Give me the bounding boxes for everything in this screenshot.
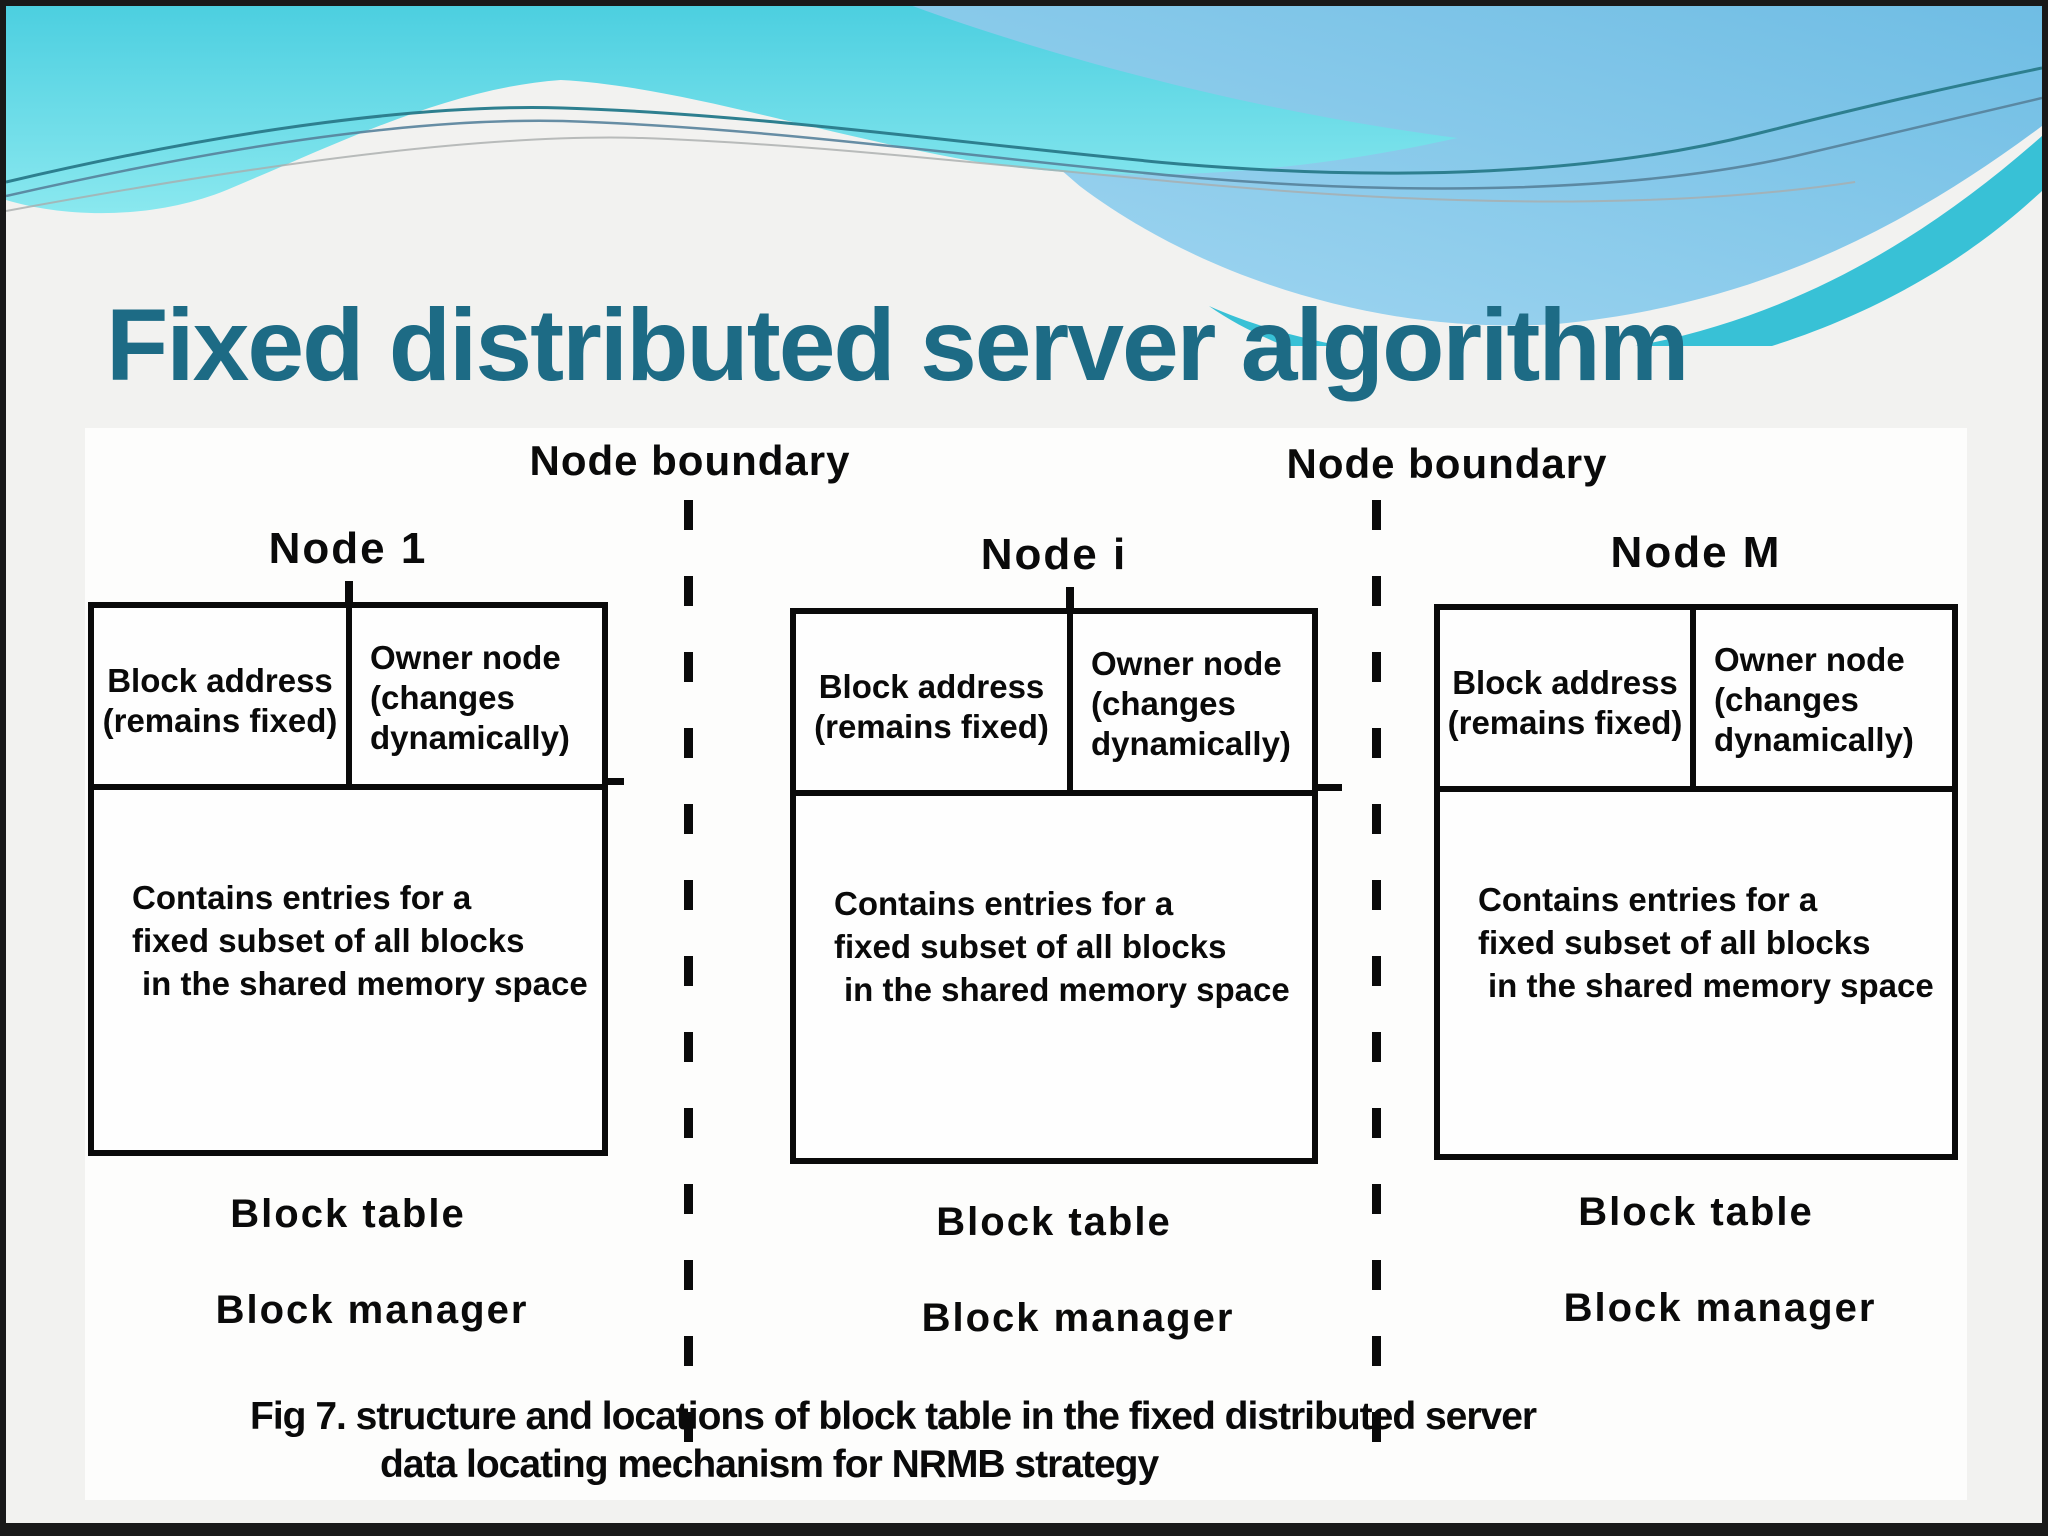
cell-text: dynamically)	[1091, 725, 1291, 762]
cell-text: Contains entries for a	[834, 885, 1174, 922]
page-title: Fixed distributed server algorithm	[106, 288, 1689, 402]
node-boundary-label-2: Node boundary	[1286, 440, 1608, 487]
cell-text: (changes	[1714, 681, 1859, 718]
node-m-owner-node-cell: Owner node (changes dynamically)	[1696, 610, 1952, 786]
node-1-entries-cell: Contains entries for a fixed subset of a…	[94, 790, 602, 1150]
node-1-header-row: Block address (remains fixed) Owner node…	[94, 608, 602, 790]
node-m-header-row: Block address (remains fixed) Owner node…	[1440, 610, 1952, 792]
cell-text: Owner node	[1714, 641, 1905, 678]
node-m-block-address-cell: Block address (remains fixed)	[1440, 610, 1696, 786]
cell-text: Block address	[107, 662, 333, 699]
node-i-owner-node-cell: Owner node (changes dynamically)	[1073, 614, 1312, 790]
cell-text: (remains fixed)	[1447, 704, 1683, 741]
node-1-block-table-label: Block table	[230, 1192, 466, 1236]
cell-text: (changes	[1091, 685, 1236, 722]
diagram-panel: Node boundary Node boundary Node 1 Block…	[85, 428, 1967, 1500]
cell-text: Contains entries for a	[132, 879, 472, 916]
node-1-block-manager-label: Block manager	[215, 1288, 529, 1332]
node-1-title: Node 1	[268, 524, 428, 573]
cell-text: in the shared memory space	[844, 971, 1290, 1008]
node-m-entries-cell: Contains entries for a fixed subset of a…	[1440, 792, 1952, 1154]
node-i-divider-tick	[1066, 587, 1074, 609]
node-1-block-table-box: Block address (remains fixed) Owner node…	[88, 602, 608, 1156]
cell-text: (remains fixed)	[102, 702, 338, 739]
cell-text: Block address	[818, 668, 1045, 705]
node-1-owner-node-cell: Owner node (changes dynamically)	[352, 608, 602, 784]
node-1-divider-tick	[345, 581, 353, 603]
cell-text: fixed subset of all blocks	[1478, 924, 1871, 961]
node-1-separator-overhang	[606, 778, 624, 785]
cell-text: Block address	[1452, 664, 1678, 701]
node-m-block-table-label: Block table	[1578, 1190, 1814, 1234]
cell-text: in the shared memory space	[142, 965, 588, 1002]
node-m-block-table-box: Block address (remains fixed) Owner node…	[1434, 604, 1958, 1160]
cell-text: Contains entries for a	[1478, 881, 1818, 918]
cell-text: (remains fixed)	[814, 708, 1049, 745]
cell-text: in the shared memory space	[1488, 967, 1934, 1004]
node-i-title: Node i	[980, 530, 1128, 579]
cell-text: dynamically)	[1714, 721, 1914, 758]
node-i-entries-cell: Contains entries for a fixed subset of a…	[796, 796, 1312, 1158]
node-i-block-table-label: Block table	[936, 1200, 1172, 1244]
node-boundary-line-2	[1372, 500, 1381, 1445]
cell-text: Owner node	[1091, 645, 1282, 682]
cell-text: dynamically)	[370, 719, 570, 756]
node-i-header-row: Block address (remains fixed) Owner node…	[796, 614, 1312, 796]
cell-text: Owner node	[370, 639, 561, 676]
cell-text: fixed subset of all blocks	[132, 922, 525, 959]
node-m-title: Node M	[1610, 528, 1782, 577]
node-i-block-manager-label: Block manager	[921, 1296, 1235, 1340]
cell-text: (changes	[370, 679, 515, 716]
node-boundary-line-1	[684, 500, 693, 1445]
node-i-block-table-box: Block address (remains fixed) Owner node…	[790, 608, 1318, 1164]
node-i-separator-overhang	[1316, 784, 1342, 791]
cell-text: fixed subset of all blocks	[834, 928, 1227, 965]
node-m-block-manager-label: Block manager	[1563, 1286, 1877, 1330]
figure-caption-line-2: data locating mechanism for NRMB strateg…	[380, 1443, 1159, 1486]
node-i-block-address-cell: Block address (remains fixed)	[796, 614, 1073, 790]
header-wave-decoration	[6, 6, 2042, 346]
figure-caption-line-1: Fig 7. structure and locations of block …	[250, 1395, 1537, 1438]
node-boundary-label-1: Node boundary	[529, 437, 851, 484]
node-1-block-address-cell: Block address (remains fixed)	[94, 608, 352, 784]
